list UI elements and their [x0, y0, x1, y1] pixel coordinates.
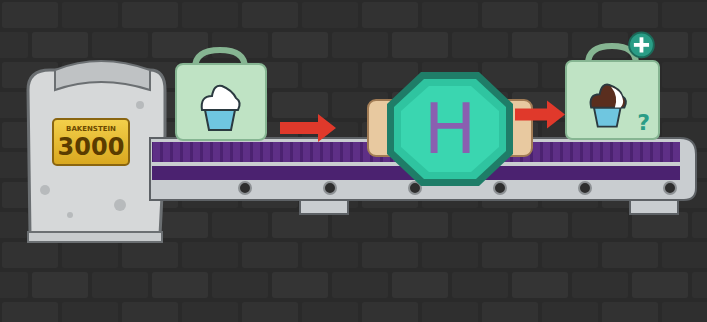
node-text: H	[424, 94, 477, 164]
node-text: BAKENSTEIN	[66, 125, 116, 134]
machine-plate: BAKENSTEIN3000	[52, 118, 130, 166]
node-text: ?	[637, 112, 650, 134]
node-text: 3000	[58, 134, 125, 160]
flow-arrow	[515, 101, 565, 129]
hint-octagon: H	[385, 70, 515, 188]
result-box: ?	[565, 60, 660, 140]
